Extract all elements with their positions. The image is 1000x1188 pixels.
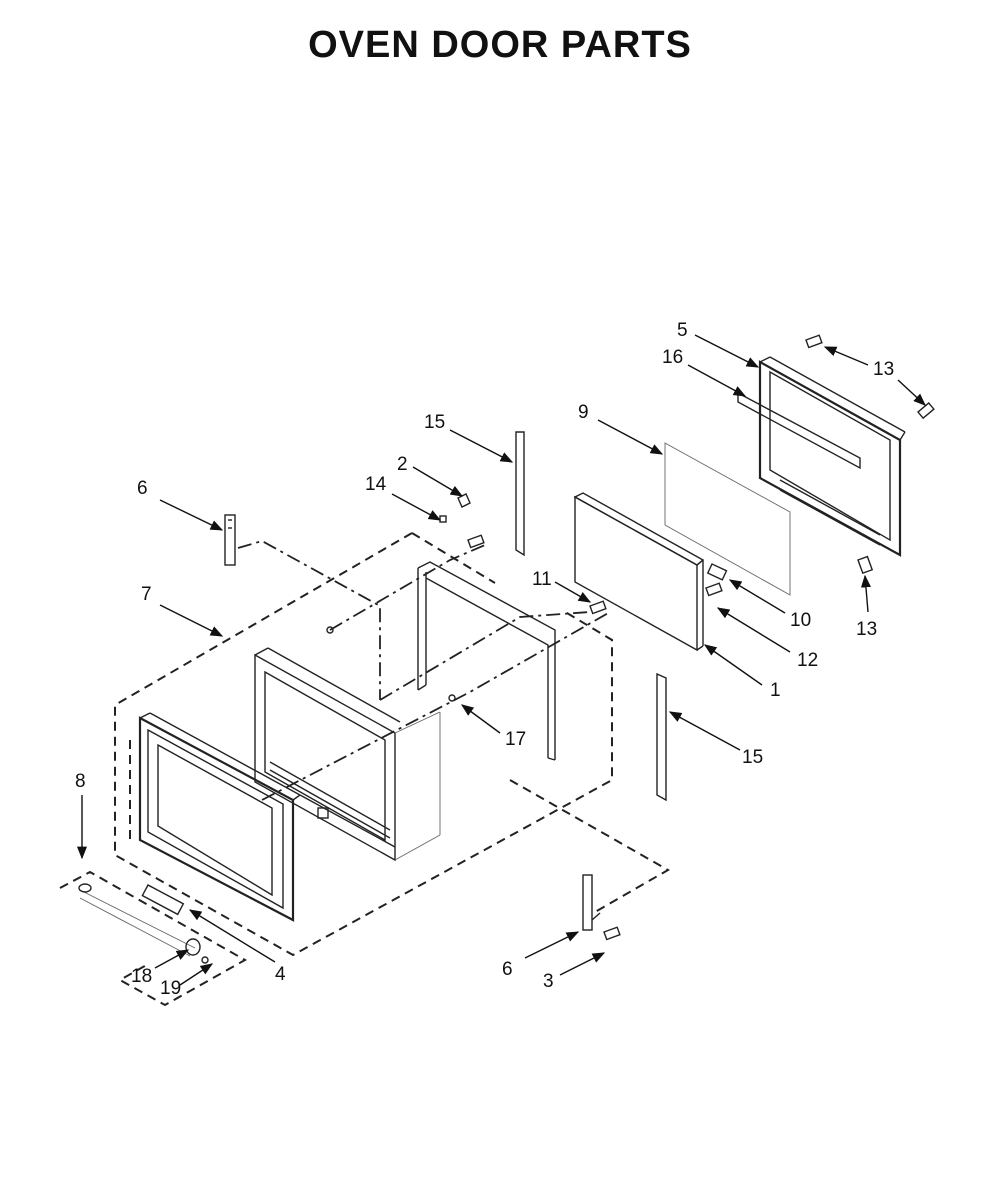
door-assembly-outline (114, 532, 671, 957)
callout-14: 14 (365, 474, 387, 495)
door-liner-frame (417, 561, 556, 761)
callout-11: 11 (532, 569, 552, 590)
callout-10: 10 (790, 610, 811, 631)
callout-6-upper: 6 (137, 478, 148, 499)
callout-15-lower: 15 (742, 747, 763, 768)
callout-13-upper: 13 (873, 359, 894, 380)
small-screw (439, 515, 447, 523)
door-handle (78, 883, 209, 964)
callout-8: 8 (75, 771, 86, 792)
glass-bracket (706, 563, 728, 581)
callout-15-upper: 15 (424, 412, 445, 433)
leader-arrows (76, 334, 926, 986)
hinge-lower (582, 874, 601, 931)
outer-door-panel (138, 712, 301, 922)
callout-1: 1 (770, 680, 781, 701)
handle-assembly-outline (59, 870, 248, 1007)
hinge-upper (224, 514, 236, 566)
callout-labels: 1 2 3 4 5 6 6 7 8 9 10 11 12 13 13 14 15… (75, 320, 894, 999)
callout-18: 18 (131, 966, 152, 987)
inner-glass-panel (573, 492, 705, 652)
callout-2: 2 (397, 454, 408, 475)
door-clip (457, 493, 471, 508)
callout-12: 12 (797, 650, 818, 671)
page-title: OVEN DOOR PARTS (308, 24, 692, 66)
glass-sheet (664, 442, 791, 596)
callout-3: 3 (543, 971, 554, 992)
callout-5: 5 (677, 320, 688, 341)
callout-16: 16 (662, 347, 683, 368)
hinge-guide-lines (237, 540, 611, 801)
screws (326, 334, 935, 941)
callout-4: 4 (275, 964, 286, 985)
callout-7: 7 (141, 584, 152, 605)
insulation-strip-lower (656, 672, 667, 802)
callout-17: 17 (505, 729, 526, 750)
insulation-strip-upper (515, 431, 525, 557)
callout-13-lower: 13 (856, 619, 877, 640)
rear-door-frame (737, 356, 906, 557)
callout-9: 9 (578, 402, 589, 423)
callout-6-lower: 6 (502, 959, 513, 980)
inner-door-frame (254, 647, 441, 862)
callout-19: 19 (160, 978, 181, 999)
